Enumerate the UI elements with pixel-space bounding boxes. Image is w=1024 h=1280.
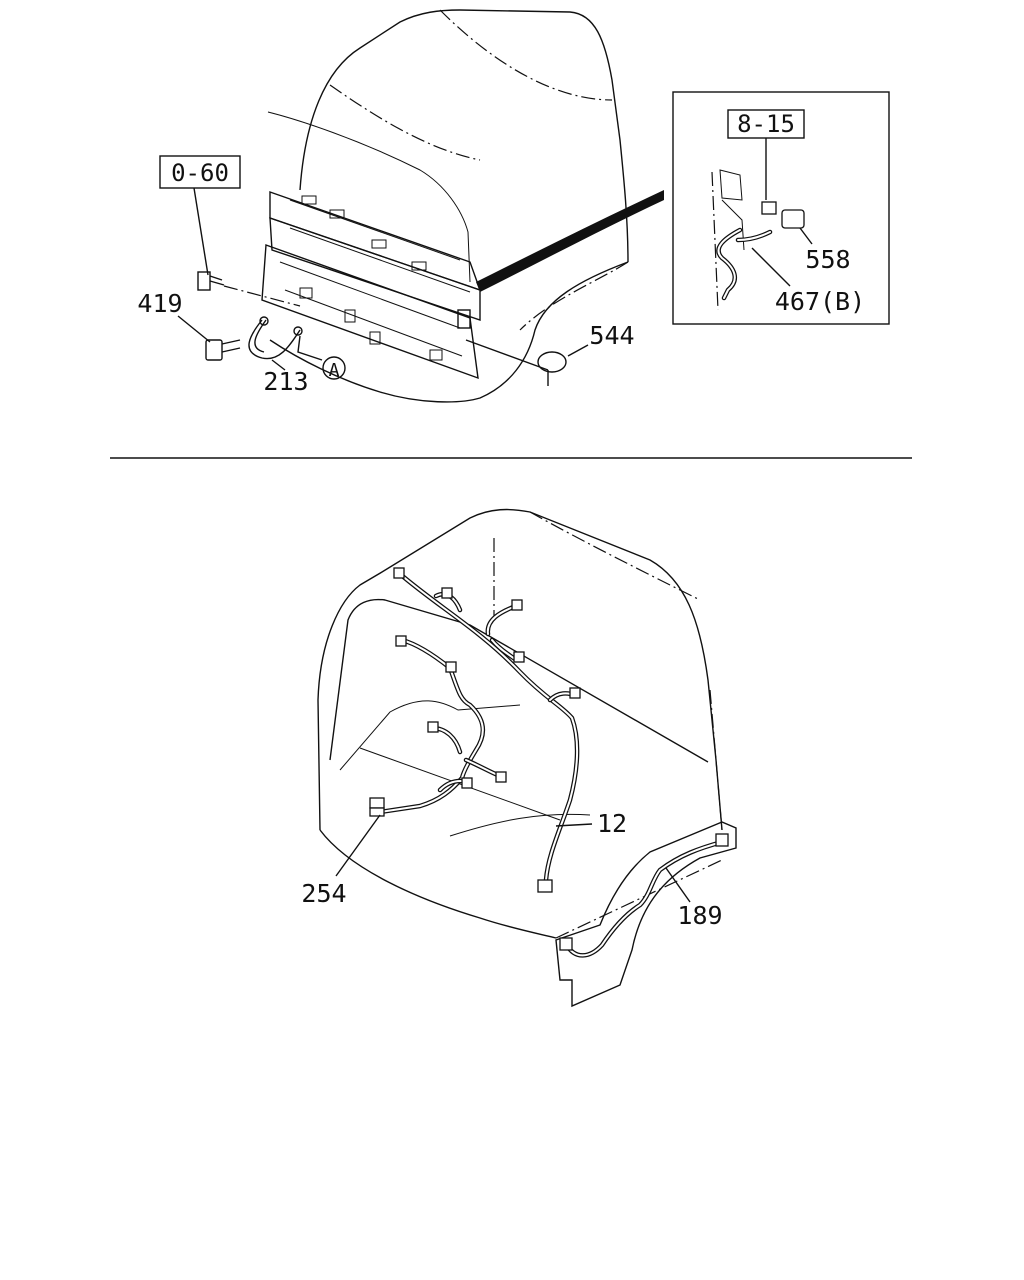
marker-a: A <box>329 360 340 381</box>
callout-12: 12 <box>597 809 627 838</box>
connector-icon <box>761 201 777 215</box>
grille-panel <box>261 191 482 380</box>
detail-leader <box>476 190 664 292</box>
cab-body-bottom <box>317 508 723 939</box>
ref-label-8-15[interactable]: 8-15 <box>737 110 795 138</box>
bottom-diagram: 12 254 189 <box>301 508 737 1008</box>
callout-467b: 467(B) <box>775 287 865 316</box>
grommet-icon <box>537 351 567 373</box>
detail-inset: 8-15 558 467(B) <box>672 91 890 325</box>
ref-box-0-60[interactable] <box>159 155 241 189</box>
top-diagram: 0-60 419 213 A <box>137 9 890 403</box>
harness-12 <box>393 567 581 893</box>
cab-body-top <box>267 9 629 403</box>
ref-label-0-60[interactable]: 0-60 <box>171 159 229 187</box>
ref-box-8-15[interactable] <box>727 109 805 139</box>
callout-189: 189 <box>677 901 722 930</box>
callout-544: 544 <box>589 321 634 350</box>
harness-213 <box>248 316 303 360</box>
fender-panel <box>555 821 737 1008</box>
callout-558: 558 <box>805 245 850 274</box>
screw-icon <box>197 271 225 291</box>
callout-254: 254 <box>301 879 346 908</box>
bolt-icon <box>205 339 241 361</box>
harness-254 <box>369 635 507 817</box>
connector-558-icon <box>781 209 805 229</box>
harness-189 <box>559 833 729 958</box>
callout-419: 419 <box>137 289 182 318</box>
callout-213: 213 <box>263 367 308 396</box>
